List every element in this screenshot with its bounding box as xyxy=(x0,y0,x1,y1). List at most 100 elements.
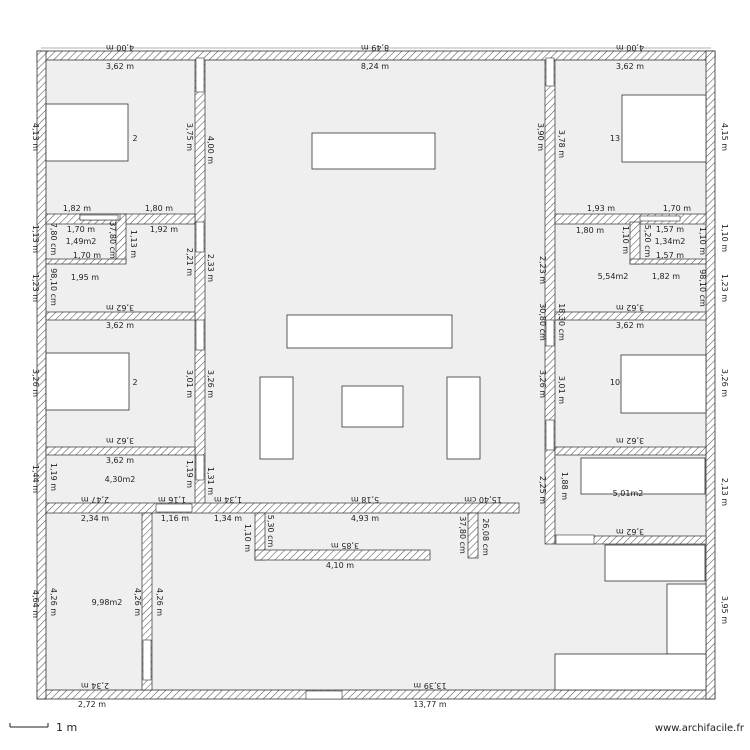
dim-l-4-64: 4,64 m xyxy=(31,590,40,618)
dim-in-tr: 3,62 m xyxy=(616,62,644,71)
dim-r-1-82: 1,82 m xyxy=(652,272,680,281)
dim-1-16-b: 1,16 m xyxy=(161,514,189,523)
dim-3-62-m1b: 3,62 m xyxy=(106,321,134,330)
coffee-table xyxy=(341,385,404,428)
dim-v-3-26-l: 3,26 m xyxy=(206,370,215,398)
dim-v-1-10: 1,10 m xyxy=(243,524,252,552)
bathtub xyxy=(580,457,706,495)
dim-v-1-31: 1,31 m xyxy=(206,467,215,495)
dim-r-5-20: 5,20 cm xyxy=(643,225,652,258)
dim-1-92: 1,92 m xyxy=(150,225,178,234)
dim-4-10: 4,10 m xyxy=(326,561,354,570)
dim-1-34-a: 1,34 m xyxy=(214,495,242,504)
dim-v-3-75: 3,75 m xyxy=(185,123,194,151)
dim-r-2-23: 2,23 m xyxy=(538,256,547,284)
area-fragment-mr: 10 xyxy=(610,378,620,387)
kitchen-counter xyxy=(554,653,707,691)
bed-mid-right xyxy=(620,354,707,414)
area-fragment-tl: 2 xyxy=(132,134,137,143)
dim-7-80: 7,80 cm xyxy=(49,223,58,256)
dim-13-77: 13,77 m xyxy=(413,700,446,709)
dim-2-34-a: 2,34 m xyxy=(81,514,109,523)
furniture xyxy=(45,94,707,691)
dim-r-1-80: 1,80 m xyxy=(576,226,604,235)
table-top xyxy=(311,132,436,170)
dim-r-v-1-10: 1,10 m xyxy=(621,226,630,254)
credit-text: www.archifacile.fr xyxy=(655,723,745,734)
dim-37-80-b: 37,80 cm xyxy=(458,516,467,554)
dim-2-47: 2,47 m xyxy=(81,495,109,504)
dim-v-3-78: 3,78 m xyxy=(557,130,566,158)
dim-v-1-19-a: 1,19 m xyxy=(49,463,58,491)
dim-4-93: 4,93 m xyxy=(351,514,379,523)
table-mid xyxy=(286,314,453,349)
dim-r-v-3-01: 3,01 m xyxy=(557,376,566,404)
dim-r-3-62-c: 3,62 m xyxy=(616,436,644,445)
dim-r-1-93: 1,93 m xyxy=(587,204,615,213)
chair-left xyxy=(259,376,294,460)
bed-top-left xyxy=(45,103,129,162)
dim-r-3-62-b: 3,62 m xyxy=(616,321,644,330)
dim-v-4-26-a: 4,26 m xyxy=(49,588,58,616)
dim-r-1-10: 1,10 m xyxy=(720,224,729,252)
dim-3-62-m2b: 3,62 m xyxy=(106,456,134,465)
area-5-54: 5,54m2 xyxy=(598,272,629,281)
dim-13-39: 13,39 m xyxy=(413,681,446,690)
dim-v-4-00: 4,00 m xyxy=(206,136,215,164)
dim-5-18: 5,18 m xyxy=(351,495,379,504)
dim-in-center: 8,24 m xyxy=(361,62,389,71)
dim-r-3-26: 3,26 m xyxy=(720,369,729,397)
dim-1-34-b: 1,34 m xyxy=(214,514,242,523)
dim-r-v-3-26: 3,26 m xyxy=(538,370,547,398)
dim-1-80: 1,80 m xyxy=(145,204,173,213)
openings xyxy=(79,57,681,700)
area-1-34: 1,34m2 xyxy=(655,237,686,246)
dim-v-3-90: 3,90 m xyxy=(536,123,545,151)
dim-1-82: 1,82 m xyxy=(63,204,91,213)
area-fragment-tr: 13 xyxy=(610,134,620,143)
dim-l-3-26: 3,26 m xyxy=(31,369,40,397)
dim-r-18-30: 18,30 cm xyxy=(557,303,566,341)
dim-top-left: 4,00 m xyxy=(106,43,134,52)
area-fragment-ml: 2 xyxy=(132,378,137,387)
dim-1-70-a: 1,70 m xyxy=(67,225,95,234)
dim-26-08: 26,08 cm xyxy=(481,518,490,556)
sofa xyxy=(604,544,706,582)
dim-r-3-62-a: 3,62 m xyxy=(616,303,644,312)
dim-r-1-57-b: 1,57 m xyxy=(656,251,684,260)
area-1-49: 1,49m2 xyxy=(66,237,97,246)
dim-3-62-m1a: 3,62 m xyxy=(106,303,134,312)
scale-label: 1 m xyxy=(56,721,77,734)
dim-1-70-b: 1,70 m xyxy=(73,251,101,260)
dim-v-3-01: 3,01 m xyxy=(185,370,194,398)
dim-l-4-13: 4,13 m xyxy=(31,123,40,151)
dim-top-center: 8,49 m xyxy=(361,43,389,52)
dim-r-1-23: 1,23 m xyxy=(720,274,729,302)
dim-98-10: 98,10 cm xyxy=(49,268,58,306)
dim-r-2-25: 2,25 m xyxy=(538,476,547,504)
dim-37-80: 37,80 cm xyxy=(108,221,117,259)
dimension-labels: 4,00 m 8,49 m 4,00 m 3,62 m 8,24 m 3,62 … xyxy=(31,43,729,709)
dim-v-4-26-c: 4,26 m xyxy=(155,588,164,616)
dim-r-1-88: 1,88 m xyxy=(560,472,569,500)
bed-top-right xyxy=(621,94,707,163)
dim-in-tl: 3,62 m xyxy=(106,62,134,71)
area-4-30: 4,30m2 xyxy=(105,475,136,484)
dim-top-right: 4,00 m xyxy=(616,43,644,52)
dim-r-1-57: 1,57 m xyxy=(656,225,684,234)
dim-15-40: 15,40 cm xyxy=(464,495,502,504)
dim-l-1-44: 1,44 m xyxy=(31,465,40,493)
dim-2-72: 2,72 m xyxy=(78,700,106,709)
area-9-98: 9,98m2 xyxy=(92,598,123,607)
dim-v-4-26-b: 4,26 m xyxy=(133,588,142,616)
dim-1-95: 1,95 m xyxy=(71,273,99,282)
dim-2-34-b: 2,34 m xyxy=(81,681,109,690)
dim-r-3-95: 3,95 m xyxy=(720,596,729,624)
dim-v-2-21: 2,21 m xyxy=(185,248,194,276)
chair-right xyxy=(446,376,481,460)
dim-3-62-m2a: 3,62 m xyxy=(106,436,134,445)
dim-r-30-80: 30,80 cm xyxy=(538,303,547,341)
dim-r-3-62-d: 3,62 m xyxy=(616,527,644,536)
dim-v-1-13: 1,13 m xyxy=(129,230,138,258)
